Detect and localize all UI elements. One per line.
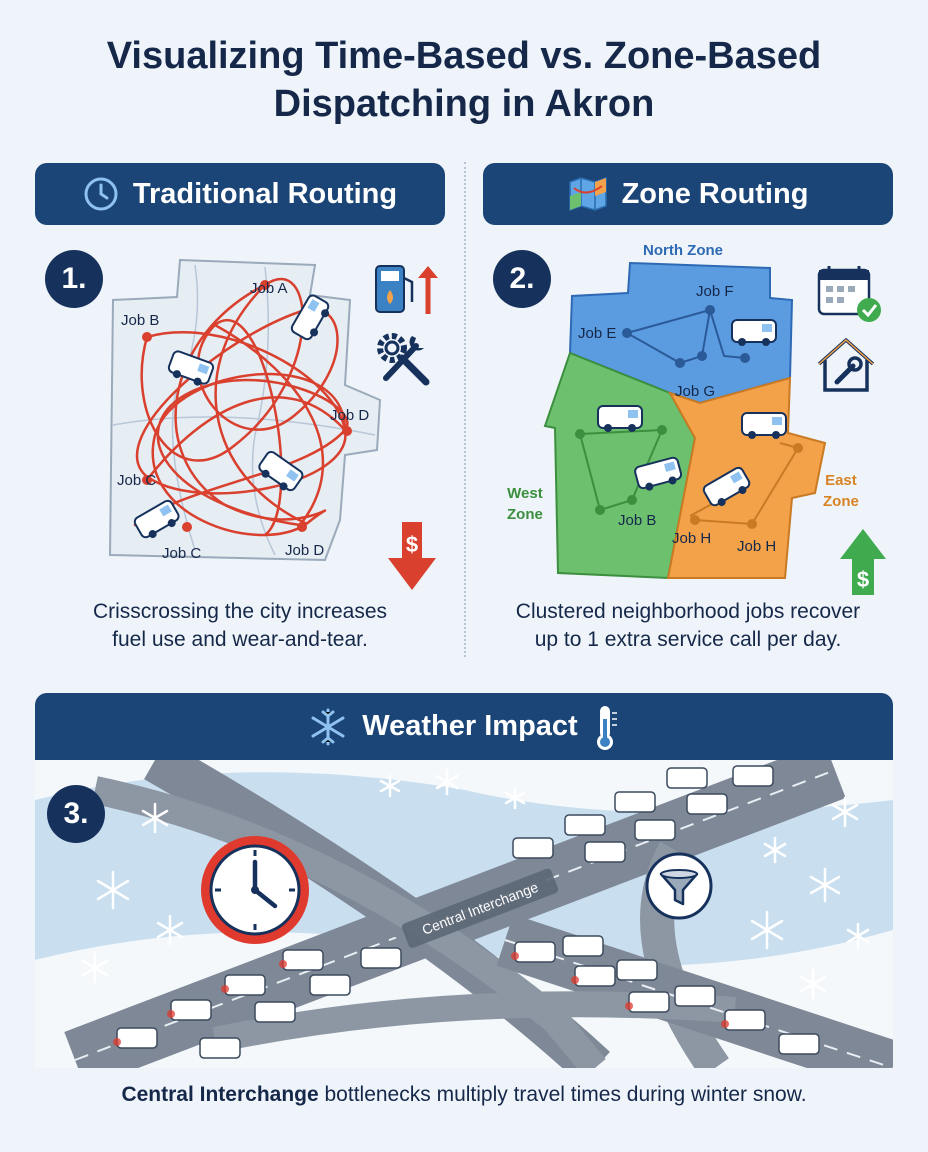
van-icon: [702, 466, 751, 507]
van-icon: [686, 793, 728, 815]
job-label: Job H: [672, 530, 711, 547]
van-icon: [614, 791, 656, 813]
east-zone-label: East Zone: [823, 470, 859, 512]
van-icon: [741, 412, 787, 439]
van-icon: [778, 1033, 820, 1055]
van-icon: [167, 350, 215, 386]
job-label: Job D: [285, 542, 324, 559]
cost-down-icon: $: [388, 522, 436, 590]
funnel-icon: [645, 852, 713, 920]
van-icon: [512, 837, 554, 859]
west-zone-label-line2: Zone: [507, 506, 543, 523]
east-zone-label-line2: Zone: [823, 493, 859, 510]
van-icon: [574, 965, 616, 987]
van-icon: [634, 819, 676, 841]
job-label: Job B: [618, 512, 656, 529]
weather-scene: Central Interchange: [35, 760, 893, 1068]
zone-routing-heading: Zone Routing: [621, 177, 809, 210]
traditional-routing-map: Job A Job B Job C Job C Job D Job D: [108, 258, 382, 562]
interchange-illustration: Central Interchange: [35, 760, 893, 1068]
step-2-badge: 2.: [493, 250, 551, 308]
van-icon: [724, 1009, 766, 1031]
step-1-badge: 1.: [45, 250, 103, 308]
van-icon: [258, 450, 304, 492]
van-icon: [616, 959, 658, 981]
west-zone-label-line1: West: [507, 485, 543, 502]
van-icon: [732, 765, 774, 787]
van-icon: [282, 949, 324, 971]
van-icon: [254, 1001, 296, 1023]
title-line-2: Dispatching in Akron: [273, 83, 655, 125]
van-icon: [116, 1027, 158, 1049]
step-3-badge: 3.: [47, 785, 105, 843]
job-label: Job F: [696, 283, 734, 300]
weather-impact-heading: Weather Impact: [362, 710, 578, 742]
page-title: Visualizing Time-Based vs. Zone-Based Di…: [0, 32, 928, 128]
van-icon: [584, 841, 626, 863]
job-label: Job H: [737, 538, 776, 555]
clock-icon: [201, 836, 309, 944]
zone-routing-banner: Zone Routing: [483, 163, 893, 225]
job-label: Job G: [675, 383, 715, 400]
traditional-routing-caption: Crisscrossing the city increases fuel us…: [35, 598, 445, 654]
traditional-caption-line2: fuel use and wear-and-tear.: [112, 628, 368, 651]
van-icon: [170, 999, 212, 1021]
van-icon: [628, 991, 670, 1013]
snowflake-icon: [311, 708, 345, 745]
van-icon: [674, 985, 716, 1007]
van-icon: [564, 814, 606, 836]
home-repair-icon: [817, 338, 875, 392]
footer-rest-text: bottlenecks multiply travel times during…: [318, 1083, 807, 1106]
north-zone-label: North Zone: [643, 242, 723, 259]
job-label: Job A: [250, 280, 288, 297]
svg-text:$: $: [406, 532, 418, 557]
traditional-routing-banner: Traditional Routing: [35, 163, 445, 225]
traditional-routing-heading: Traditional Routing: [132, 177, 398, 210]
zone-routing-caption: Clustered neighborhood jobs recover up t…: [483, 598, 893, 654]
weather-caption: Central Interchange bottlenecks multiply…: [0, 1083, 928, 1107]
van-icon: [731, 319, 777, 346]
title-line-1: Visualizing Time-Based vs. Zone-Based: [106, 35, 822, 77]
job-label: Job D: [330, 407, 369, 424]
svg-text:$: $: [857, 567, 869, 592]
weather-impact-banner: Weather Impact: [35, 693, 893, 760]
east-zone-label-line1: East: [825, 472, 857, 489]
job-label: Job B: [121, 312, 159, 329]
zone-caption-line2: up to 1 extra service call per day.: [534, 628, 842, 651]
clock-icon: [84, 177, 118, 211]
van-icon: [562, 935, 604, 957]
west-zone-label: West Zone: [507, 483, 543, 525]
van-icon: [224, 974, 266, 996]
map-icon: [568, 176, 607, 212]
van-icon: [309, 974, 351, 996]
thermometer-icon: [596, 705, 617, 750]
zone-routing-map: North Zone Job F Job E Job G Job B Job H…: [543, 242, 827, 580]
section-divider: [464, 162, 466, 657]
zone-caption-line1: Clustered neighborhood jobs recover: [515, 600, 861, 623]
job-label: Job C: [117, 472, 156, 489]
van-icon: [360, 947, 402, 969]
van-icon: [634, 456, 683, 491]
van-icon: [514, 941, 556, 963]
van-icon: [133, 499, 180, 539]
van-icon: [597, 405, 643, 432]
van-icon: [290, 294, 330, 341]
calendar-check-icon: [817, 266, 881, 322]
fuel-pump-icon: [375, 265, 438, 314]
traditional-caption-line1: Crisscrossing the city increases: [92, 600, 388, 623]
van-icon: [199, 1037, 241, 1059]
footer-bold-text: Central Interchange: [121, 1083, 319, 1106]
job-label: Job C: [162, 545, 201, 562]
savings-up-icon: $: [840, 529, 886, 595]
van-icon: [666, 767, 708, 789]
wrench-gear-icon: [377, 333, 430, 386]
job-label: Job E: [578, 325, 616, 342]
